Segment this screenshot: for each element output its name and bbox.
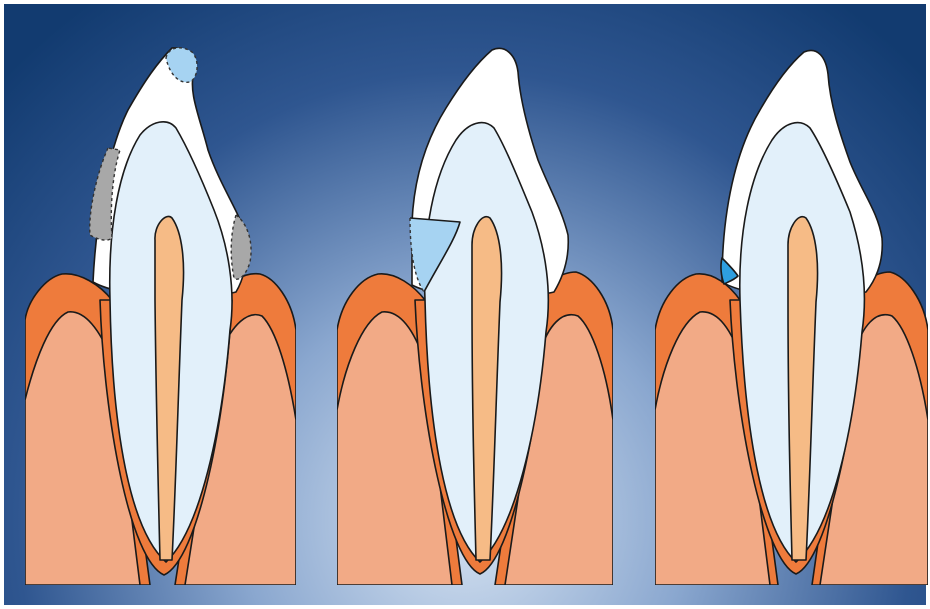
dental-diagram: [0, 0, 930, 609]
diagram-svg: [0, 0, 930, 609]
